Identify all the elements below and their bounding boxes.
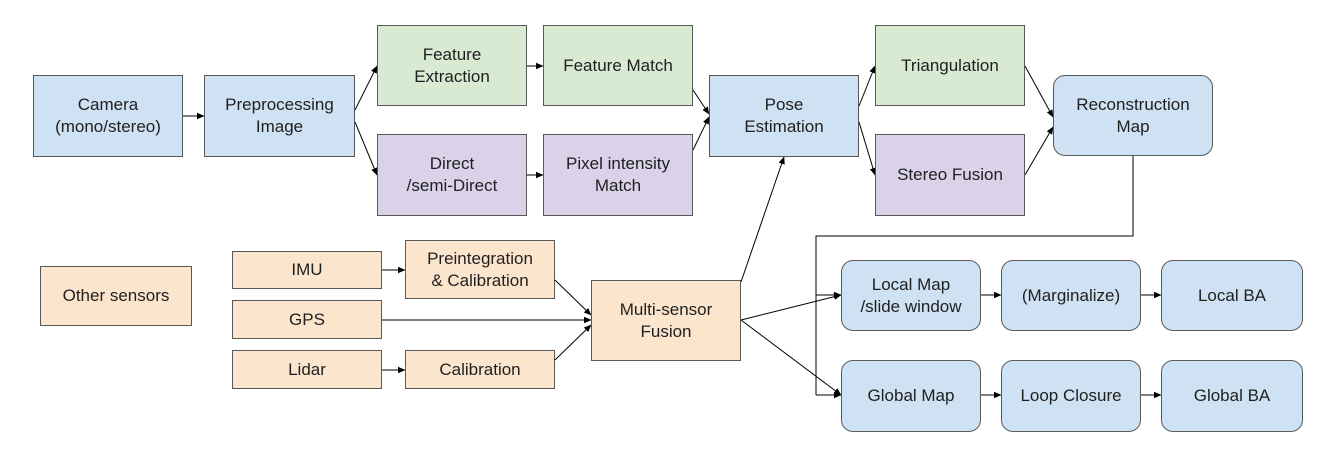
node-marginalize: (Marginalize) [1001,260,1141,331]
arrow-fusion-to-local-map [740,293,842,321]
node-triangulation-label: Triangulation [901,55,999,75]
node-direct-semi-direct-label: Direct /semi-Direct [406,154,498,195]
node-reconstruction-map: Reconstruction Map [1053,75,1213,156]
node-preintegration-calibration-label: Preintegration & Calibration [427,248,533,290]
node-other-sensors: Other sensors [40,266,192,326]
connector-reconstruction-map-feedback [815,156,1134,395]
node-camera-label: Camera (mono/stereo) [55,95,161,136]
arrow-feature-match-to-pose-estimation [692,89,710,115]
node-gps: GPS [232,300,382,339]
node-reconstruction-map-label: Reconstruction Map [1076,94,1190,136]
node-camera: Camera (mono/stereo) [33,75,183,157]
node-feature-extraction: Feature Extraction [377,25,527,106]
node-local-map: Local Map /slide window [841,260,981,331]
arrow-preintegration-to-fusion [554,279,592,316]
node-feature-extraction-label: Feature Extraction [414,44,490,86]
arrow-pixel-match-to-pose-estimation [692,116,710,151]
node-pose-estimation: Pose Estimation [709,75,859,157]
node-loop-closure: Loop Closure [1001,360,1141,432]
node-triangulation: Triangulation [875,25,1025,106]
node-gps-label: GPS [289,309,325,329]
node-pixel-intensity-match-label: Pixel intensity Match [566,154,670,195]
arrow-fusion-to-pose-estimation [740,156,785,283]
node-local-map-label: Local Map /slide window [860,274,962,316]
node-feature-match-label: Feature Match [563,55,673,75]
node-lidar: Lidar [232,350,382,389]
node-stereo-fusion-label: Stereo Fusion [897,165,1003,184]
node-imu-label: IMU [291,260,323,279]
node-global-map-label: Global Map [867,386,955,405]
node-other-sensors-label: Other sensors [62,286,170,305]
arrow-stereo-fusion-to-reconstruction-map [1024,126,1054,176]
node-lidar-label: Lidar [288,359,326,379]
node-global-ba-label: Global BA [1193,386,1271,405]
arrow-pose-estimation-to-triangulation [858,65,876,107]
node-preprocessing-image: Preprocessing Image [204,75,355,157]
node-calibration-label: Calibration [439,359,521,379]
arrow-preprocessing-to-feature-extraction [354,65,378,111]
node-direct-semi-direct: Direct /semi-Direct [377,134,527,216]
node-multi-sensor-fusion-label: Multi-sensor Fusion [619,299,713,341]
node-preprocessing-image-label: Preprocessing Image [225,95,334,136]
node-multi-sensor-fusion: Multi-sensor Fusion [591,280,741,361]
node-imu: IMU [232,251,382,289]
node-marginalize-label: (Marginalize) [1021,285,1121,305]
node-global-ba: Global BA [1161,360,1303,432]
arrow-pose-estimation-to-stereo-fusion [858,121,877,176]
node-local-ba-label: Local BA [1197,285,1267,305]
node-loop-closure-label: Loop Closure [1020,386,1122,405]
node-preintegration-calibration: Preintegration & Calibration [405,240,555,299]
node-feature-match: Feature Match [543,25,693,106]
node-stereo-fusion: Stereo Fusion [875,134,1025,216]
node-local-ba: Local BA [1161,260,1303,331]
arrow-preprocessing-to-direct [354,121,378,176]
node-calibration: Calibration [405,350,555,389]
arrow-calibration-to-fusion [554,324,592,361]
arrow-triangulation-to-reconstruction-map [1024,65,1054,118]
arrow-fusion-to-global-map [740,319,842,396]
node-global-map: Global Map [841,360,981,432]
node-pose-estimation-label: Pose Estimation [744,95,824,136]
node-pixel-intensity-match: Pixel intensity Match [543,134,693,216]
